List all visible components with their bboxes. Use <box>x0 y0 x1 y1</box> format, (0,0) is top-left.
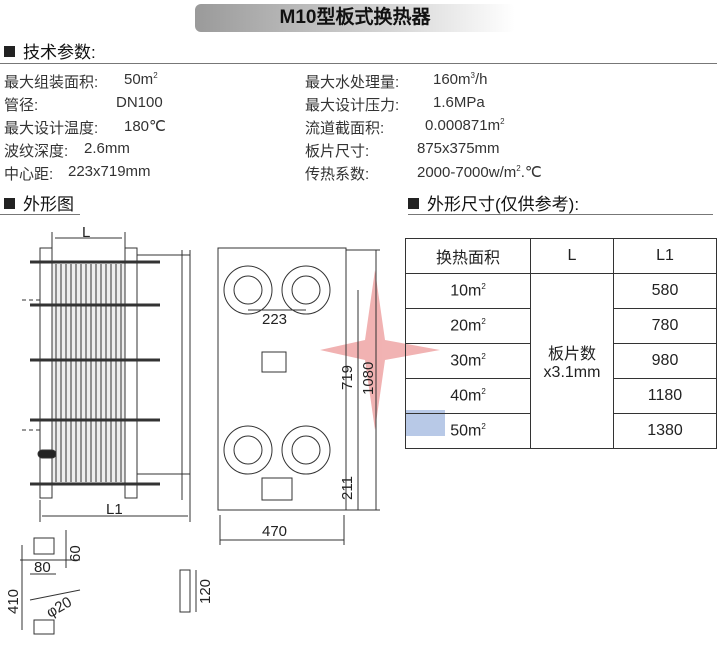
table-row: 50m2 1380 <box>405 413 717 449</box>
area-cell: 20m2 <box>405 308 531 344</box>
spec-value: 875x375mm <box>417 140 500 157</box>
spec-row: 中心距: 223x719mm <box>4 163 151 184</box>
dim-410: 410 <box>5 589 22 614</box>
bullet-icon <box>408 198 419 209</box>
dim-223: 223 <box>262 311 287 328</box>
spec-value: 180℃ <box>124 118 166 135</box>
spec-row: 最大组装面积: 50m2 <box>4 71 158 92</box>
spec-label: 传热系数: <box>305 166 370 183</box>
L-line2: x3.1mm <box>543 364 601 381</box>
L1-cell: 1180 <box>613 378 717 414</box>
dim-120: 120 <box>197 579 214 604</box>
spec-row: 最大水处理量: 160m3/h <box>305 71 488 92</box>
section-specs-label: 技术参数: <box>23 43 96 62</box>
spec-row: 板片尺寸: 875x375mm <box>305 140 500 161</box>
dim-L1: L1 <box>106 501 123 518</box>
front-view <box>217 247 380 545</box>
spec-value: 1.6MPa <box>433 94 485 111</box>
L1-cell: 980 <box>613 343 717 379</box>
spec-label: 管径: <box>4 97 39 114</box>
L1-cell: 1380 <box>613 413 717 449</box>
divider <box>408 214 713 215</box>
spec-label: 中心距: <box>4 166 54 183</box>
dim-211: 211 <box>339 476 356 500</box>
spec-row: 波纹深度: 2.6mm <box>4 140 130 161</box>
area-cell: 30m2 <box>405 343 531 379</box>
dim-470: 470 <box>262 523 287 540</box>
table-row: 30m2 980 <box>405 343 717 379</box>
spec-label: 波纹深度: <box>4 143 69 160</box>
section-drawing: 外形图 <box>4 190 74 215</box>
spec-row: 最大设计压力: 1.6MPa <box>305 94 485 115</box>
spec-value: 2.6mm <box>84 140 130 157</box>
spec-label: 最大水处理量: <box>305 74 400 91</box>
divider <box>0 63 717 64</box>
spec-label: 最大设计压力: <box>305 97 400 114</box>
spec-row: 最大设计温度: 180℃ <box>4 117 166 138</box>
dim-719: 719 <box>339 365 356 390</box>
L1-cell: 780 <box>613 308 717 344</box>
section-drawing-label: 外形图 <box>23 195 74 214</box>
spec-value: 223x719mm <box>68 163 151 180</box>
spec-row: 流道截面积: 0.000871m2 <box>305 117 505 138</box>
dim-L: L <box>82 224 90 241</box>
spec-label: 流道截面积: <box>305 120 385 137</box>
spec-value: 160m3/h <box>433 71 488 88</box>
bullet-icon <box>4 198 15 209</box>
spec-label: 最大组装面积: <box>4 74 99 91</box>
spec-row: 传热系数: 2000-7000w/m2.℃ <box>305 163 542 184</box>
header-L: L <box>530 238 614 274</box>
side-view <box>22 232 191 522</box>
spec-label: 最大设计温度: <box>4 120 99 137</box>
divider <box>0 214 80 215</box>
spec-label: 板片尺寸: <box>305 143 370 160</box>
area-cell: 40m2 <box>405 378 531 414</box>
section-dims: 外形尺寸(仅供参考): <box>408 190 579 215</box>
bullet-icon <box>4 46 15 57</box>
dim-80: 80 <box>34 559 51 576</box>
spec-value: 50m2 <box>124 71 158 88</box>
dim-60: 60 <box>67 545 84 562</box>
L1-cell: 580 <box>613 273 717 309</box>
spec-value: 0.000871m2 <box>425 117 505 134</box>
spec-value: DN100 <box>116 94 163 111</box>
table-row: 40m2 1180 <box>405 378 717 414</box>
L-line1: 板片数 <box>547 346 596 363</box>
header-L1: L1 <box>613 238 717 274</box>
section-specs: 技术参数: <box>4 38 96 63</box>
spec-value: 2000-7000w/m2.℃ <box>417 164 542 181</box>
dim-1080: 1080 <box>360 362 377 395</box>
foot-detail <box>20 530 197 635</box>
dim-phi20: φ20 <box>44 594 75 622</box>
page-title: M10型板式换热器 <box>195 4 515 32</box>
area-cell: 50m2 <box>405 413 531 449</box>
table-header-row: 换热面积 L L1 <box>405 238 717 274</box>
section-dims-label: 外形尺寸(仅供参考): <box>427 195 580 214</box>
spec-row: 管径: DN100 <box>4 94 163 115</box>
header-area: 换热面积 <box>405 238 531 274</box>
area-cell: 10m2 <box>405 273 531 309</box>
